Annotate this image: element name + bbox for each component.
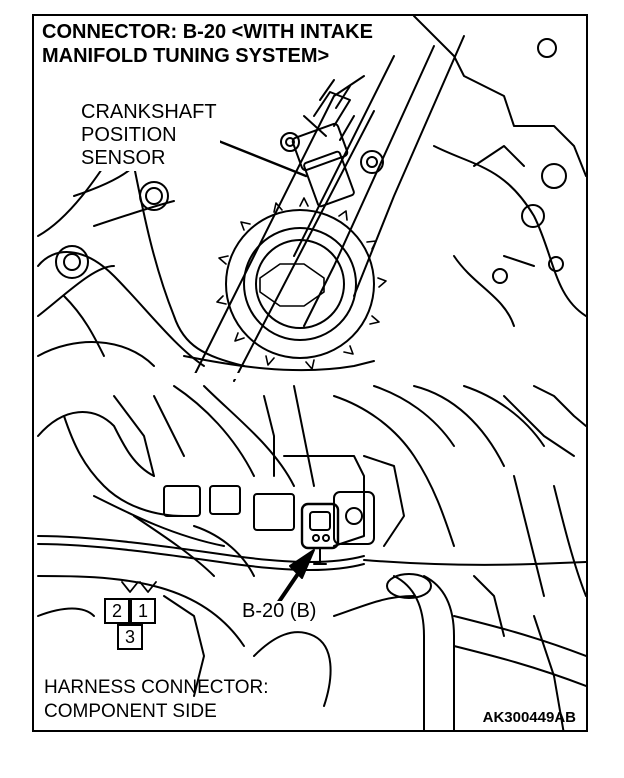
sensor-callout-line-1: CRANKSHAFT (81, 101, 217, 123)
connector-callout: B-20 (B) (240, 600, 319, 622)
sensor-callout-line-3: SENSOR (81, 147, 166, 169)
figure-title-line-2: MANIFOLD TUNING SYSTEM> (42, 45, 330, 67)
sensor-callout-line-2: POSITION (81, 124, 177, 146)
connector-pin-1: 1 (130, 598, 156, 624)
top-view (35, 16, 586, 382)
figure-code: AK300449AB (482, 709, 576, 727)
caption-line-2: COMPONENT SIDE (44, 701, 217, 722)
diagram-frame: CONNECTOR: B-20 <WITH INTAKE MANIFOLD TU… (32, 14, 588, 732)
connector-pin-2: 2 (104, 598, 130, 624)
bottom-view (37, 385, 586, 730)
figure-title-line-1: CONNECTOR: B-20 <WITH INTAKE (42, 21, 373, 43)
engine-illustration (35, 16, 586, 730)
crankshaft-sensor-callout: CRANKSHAFT POSITION SENSOR (78, 100, 220, 171)
caption-line-1: HARNESS CONNECTOR: (44, 677, 269, 698)
connector-pin-3: 3 (117, 624, 143, 650)
